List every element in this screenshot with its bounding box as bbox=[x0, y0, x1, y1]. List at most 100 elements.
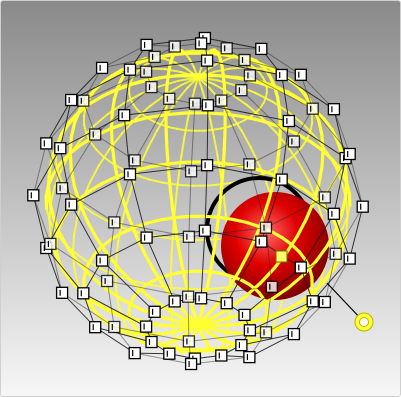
control-point[interactable] bbox=[168, 40, 181, 53]
control-point[interactable] bbox=[139, 65, 153, 78]
control-point[interactable] bbox=[306, 295, 319, 308]
control-point[interactable] bbox=[168, 295, 181, 308]
control-point[interactable] bbox=[243, 158, 256, 171]
wire-parallel bbox=[262, 96, 267, 104]
control-point[interactable] bbox=[139, 320, 153, 333]
control-point[interactable] bbox=[194, 292, 208, 305]
control-point[interactable] bbox=[184, 165, 198, 178]
wire-parallel bbox=[148, 178, 164, 184]
control-point[interactable] bbox=[44, 237, 57, 251]
control-point[interactable] bbox=[327, 207, 341, 220]
gear-icon[interactable] bbox=[354, 312, 374, 332]
control-point[interactable] bbox=[327, 103, 341, 116]
control-net-line bbox=[114, 326, 189, 342]
control-point[interactable] bbox=[243, 324, 257, 337]
control-point[interactable] bbox=[108, 216, 121, 229]
control-point[interactable] bbox=[243, 69, 257, 82]
control-point[interactable] bbox=[118, 109, 131, 122]
control-point[interactable] bbox=[188, 97, 202, 110]
control-points[interactable] bbox=[27, 31, 369, 371]
control-point[interactable] bbox=[145, 335, 158, 349]
control-point[interactable] bbox=[148, 50, 161, 64]
control-point[interactable] bbox=[200, 159, 214, 172]
control-point[interactable] bbox=[275, 173, 288, 186]
control-net-line bbox=[333, 109, 351, 155]
control-point[interactable] bbox=[55, 182, 69, 195]
control-point[interactable] bbox=[282, 114, 296, 128]
control-point[interactable] bbox=[182, 230, 196, 243]
control-point[interactable] bbox=[243, 350, 256, 364]
control-point[interactable] bbox=[100, 274, 114, 288]
control-point[interactable] bbox=[215, 94, 228, 107]
control-net-line bbox=[61, 292, 115, 328]
control-point[interactable] bbox=[181, 290, 195, 303]
wire-parallel bbox=[91, 211, 107, 222]
control-point[interactable] bbox=[259, 221, 273, 234]
control-point[interactable] bbox=[182, 335, 196, 348]
picked-point-marker[interactable] bbox=[275, 250, 288, 263]
control-point[interactable] bbox=[123, 63, 137, 76]
control-point[interactable] bbox=[128, 346, 141, 360]
control-point[interactable] bbox=[238, 53, 251, 67]
control-net-line bbox=[249, 74, 313, 110]
control-point[interactable] bbox=[140, 38, 153, 52]
control-point[interactable] bbox=[294, 261, 307, 274]
control-point[interactable] bbox=[235, 84, 248, 97]
control-point[interactable] bbox=[145, 80, 158, 94]
control-point[interactable] bbox=[148, 305, 161, 318]
control-point[interactable] bbox=[54, 142, 67, 155]
control-point[interactable] bbox=[318, 191, 331, 204]
wire-parallel bbox=[281, 236, 294, 247]
control-point[interactable] bbox=[329, 247, 342, 260]
control-point[interactable] bbox=[184, 357, 198, 371]
control-point[interactable] bbox=[255, 42, 268, 56]
control-net-line bbox=[61, 187, 115, 223]
control-point[interactable] bbox=[343, 252, 356, 265]
control-point[interactable] bbox=[235, 338, 248, 352]
control-point[interactable] bbox=[163, 92, 176, 105]
control-point[interactable] bbox=[140, 231, 153, 244]
control-point[interactable] bbox=[163, 347, 176, 360]
control-point[interactable] bbox=[255, 235, 268, 248]
control-point[interactable] bbox=[108, 320, 121, 334]
control-point[interactable] bbox=[259, 326, 273, 339]
control-point[interactable] bbox=[65, 198, 78, 211]
control-point[interactable] bbox=[215, 349, 228, 362]
control-point[interactable] bbox=[95, 254, 109, 267]
wire-parallel bbox=[283, 317, 296, 328]
control-point[interactable] bbox=[77, 287, 90, 300]
control-point[interactable] bbox=[220, 42, 233, 55]
control-point[interactable] bbox=[238, 308, 251, 322]
control-point[interactable] bbox=[89, 321, 102, 334]
control-point[interactable] bbox=[201, 99, 215, 112]
control-point[interactable] bbox=[89, 128, 102, 141]
control-point[interactable] bbox=[27, 189, 40, 202]
wire-sphere-front[interactable] bbox=[44, 48, 352, 354]
wire-meridian bbox=[220, 62, 225, 76]
control-point[interactable] bbox=[77, 94, 90, 107]
wire-parallel bbox=[100, 175, 119, 185]
control-net-line bbox=[146, 237, 176, 302]
control-point[interactable] bbox=[318, 295, 331, 309]
control-point[interactable] bbox=[356, 200, 369, 213]
control-point[interactable] bbox=[95, 61, 109, 75]
control-point[interactable] bbox=[194, 37, 208, 50]
control-point[interactable] bbox=[265, 280, 278, 293]
control-point[interactable] bbox=[287, 135, 301, 148]
control-point[interactable] bbox=[294, 68, 307, 81]
control-point[interactable] bbox=[128, 154, 141, 167]
control-point[interactable] bbox=[343, 147, 356, 161]
control-point[interactable] bbox=[220, 297, 233, 310]
control-point[interactable] bbox=[198, 224, 212, 237]
control-point[interactable] bbox=[40, 137, 53, 150]
wire-meridian bbox=[315, 274, 330, 291]
control-point[interactable] bbox=[55, 286, 69, 299]
control-point[interactable] bbox=[275, 68, 288, 82]
control-point[interactable] bbox=[287, 327, 301, 341]
control-point[interactable] bbox=[306, 102, 319, 115]
control-point[interactable] bbox=[200, 54, 214, 67]
wire-parallel bbox=[176, 183, 194, 187]
control-point[interactable] bbox=[65, 93, 78, 107]
control-point[interactable] bbox=[123, 168, 137, 181]
